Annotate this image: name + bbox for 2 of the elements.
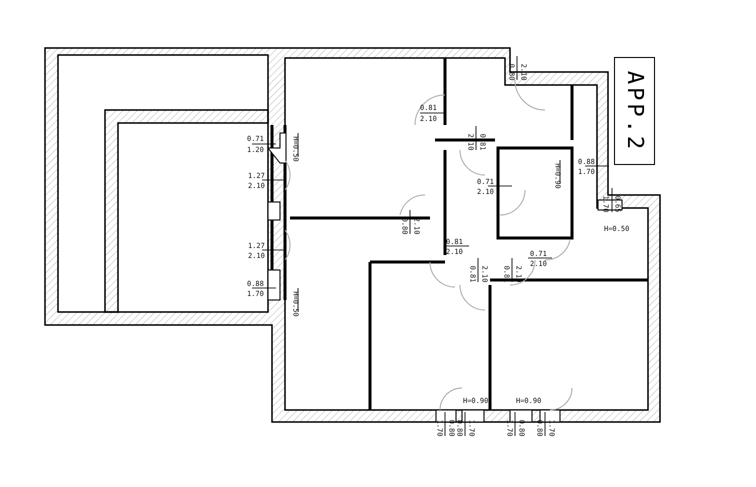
apartment-label: APP.2 bbox=[622, 70, 647, 152]
title-box bbox=[614, 57, 655, 165]
